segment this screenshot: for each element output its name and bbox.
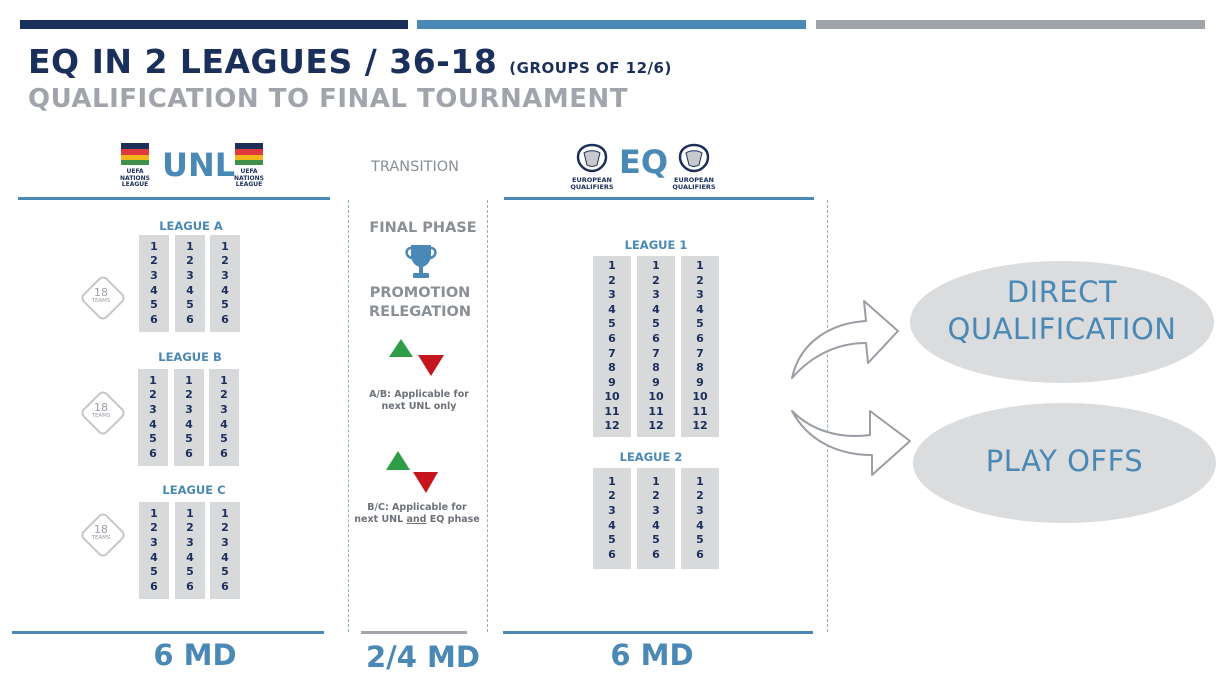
direct-qualification-ellipse: DIRECT QUALIFICATION xyxy=(910,261,1214,383)
transition-divider-right xyxy=(487,200,488,632)
page-subtitle: QUALIFICATION TO FINAL TOURNAMENT xyxy=(28,84,629,114)
nations-league-logo-icon xyxy=(235,143,263,165)
unl-heading: UNL xyxy=(162,146,236,184)
title-main: EQ IN 2 LEAGUES / 36-18 xyxy=(28,42,498,81)
league-1-title: LEAGUE 1 xyxy=(624,238,688,252)
eq-header-line xyxy=(504,197,814,200)
page-title: EQ IN 2 LEAGUES / 36-18 (GROUPS OF 12/6) xyxy=(28,42,672,81)
top-bar-navy xyxy=(20,20,408,29)
league-2-title: LEAGUE 2 xyxy=(619,450,683,464)
title-groups: (GROUPS OF 12/6) xyxy=(509,59,672,77)
eq-divider-right xyxy=(827,200,828,632)
final-phase-label: FINAL PHASE xyxy=(369,220,477,236)
european-qualifiers-logo-icon xyxy=(576,143,608,173)
play-offs-ellipse: PLAY OFFS xyxy=(913,403,1216,523)
top-bar-grey xyxy=(816,20,1205,29)
unl-footer-label: 6 MD xyxy=(153,638,237,672)
transition-heading: TRANSITION xyxy=(371,159,459,175)
promotion-relegation-arrows-icon xyxy=(386,451,442,499)
play-offs-label: PLAY OFFS xyxy=(985,444,1144,478)
curved-arrows-icon xyxy=(791,300,911,476)
top-bar-blue xyxy=(417,20,806,29)
league-c-title: LEAGUE C xyxy=(162,483,226,497)
unl-footer-line xyxy=(12,631,324,634)
transition-footer-label: 2/4 MD xyxy=(366,640,480,674)
promotion-relegation-arrows-icon xyxy=(389,339,445,383)
promotion-label: PROMOTION xyxy=(369,285,471,301)
european-qualifiers-logo-icon xyxy=(678,143,710,173)
eq-footer-line xyxy=(503,631,813,634)
direct-label: DIRECT xyxy=(1006,275,1118,309)
transition-footer-line xyxy=(361,631,467,634)
nations-league-logo-icon xyxy=(121,143,149,165)
qualification-label: QUALIFICATION xyxy=(947,312,1177,346)
eq-heading: EQ xyxy=(619,143,669,181)
relegation-label: RELEGATION xyxy=(369,304,471,320)
league-a-title: LEAGUE A xyxy=(159,219,223,233)
league-b-title: LEAGUE B xyxy=(158,350,222,364)
transition-divider-left xyxy=(348,200,349,632)
eq-footer-label: 6 MD xyxy=(610,638,694,672)
unl-header-line xyxy=(18,197,330,200)
trophy-icon xyxy=(404,243,438,285)
